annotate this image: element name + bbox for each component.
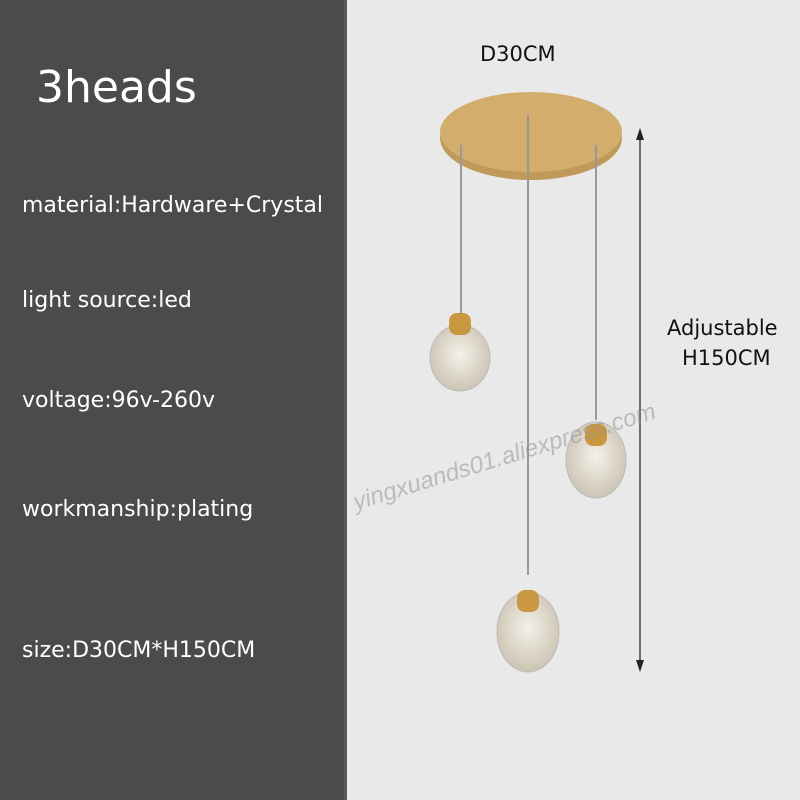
spec-workmanship: workmanship:plating [22, 497, 254, 522]
diameter-label: D30CM [480, 42, 556, 66]
spec-material: material:Hardware+Crystal [22, 193, 323, 218]
spec-panel [0, 0, 344, 800]
heads-title: 3heads [36, 62, 197, 113]
spec-light-source: light source:led [22, 288, 192, 313]
pendant-3 [496, 590, 560, 673]
height-label-2: H150CM [682, 346, 771, 370]
spec-voltage: voltage:96v-260v [22, 388, 215, 413]
pendant-2 [565, 421, 627, 499]
divider [344, 0, 347, 800]
height-label-1: Adjustable [667, 316, 778, 340]
spec-size: size:D30CM*H150CM [22, 638, 256, 663]
pendant-1 [429, 313, 491, 392]
